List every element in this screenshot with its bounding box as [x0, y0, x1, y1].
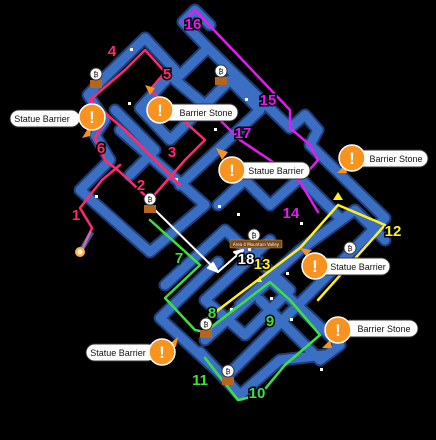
step-number: 17 — [235, 125, 252, 142]
start-marker — [75, 230, 95, 257]
svg-text:!: ! — [312, 257, 318, 276]
area-poi: Area 4 Mountain Valley — [229, 239, 283, 249]
svg-text:Statue Barrier: Statue Barrier — [330, 262, 386, 272]
svg-text:Barrier Stone: Barrier Stone — [357, 324, 410, 334]
svg-text:!: ! — [349, 149, 355, 168]
svg-text:₿: ₿ — [147, 196, 152, 204]
svg-text:Barrier Stone: Barrier Stone — [369, 154, 422, 164]
exclamation-icon — [338, 144, 366, 172]
step-numbers: 1 2 3 4 5 6 7 8 9 10 11 12 13 14 15 16 1… — [70, 15, 403, 404]
callout-barrier-stone: Barrier Stone ! — [322, 316, 419, 348]
step-number: 15 — [260, 92, 277, 109]
step-number: 10 — [249, 385, 266, 402]
route-white — [149, 204, 244, 273]
step-number: 13 — [254, 256, 271, 273]
step-number: 12 — [385, 223, 402, 240]
teleport-nodes: ₿ ₿ ₿ ₿ ₿ ₿ ₿ — [89, 64, 357, 385]
exclamation-icon — [146, 96, 174, 124]
teleport-icon: ₿ — [343, 241, 357, 255]
svg-text:!: ! — [89, 108, 95, 127]
callouts: Statue Barrier ! Barrier Stone ! Statue … — [9, 85, 429, 366]
svg-text:₿: ₿ — [225, 368, 230, 376]
step-number: 6 — [97, 140, 105, 157]
route-line-2 — [88, 48, 207, 202]
route-yellow — [203, 192, 387, 322]
svg-text:Statue Barrier: Statue Barrier — [14, 114, 70, 124]
svg-text:!: ! — [157, 101, 163, 120]
callout-barrier-stone: Barrier Stone ! — [337, 144, 429, 173]
teleport-icon: ₿ — [199, 317, 213, 338]
step-number: 11 — [192, 372, 208, 389]
step-number: 16 — [185, 16, 202, 33]
svg-text:Barrier Stone: Barrier Stone — [179, 108, 232, 118]
exclamation-icon — [218, 156, 246, 184]
exclamation-icon — [324, 316, 352, 344]
step-number: 2 — [137, 177, 145, 194]
step-number: 8 — [208, 305, 216, 322]
callout-statue-barrier: Statue Barrier ! — [9, 103, 106, 138]
svg-text:₿: ₿ — [347, 245, 352, 253]
step-number: 7 — [175, 250, 183, 267]
step-number: 18 — [238, 251, 255, 268]
teleport-icon: ₿ — [89, 67, 103, 88]
teleport-icon: ₿ — [247, 228, 261, 242]
teleport-icon: ₿ — [221, 364, 235, 385]
callout-barrier-stone: Barrier Stone ! — [145, 85, 239, 124]
svg-text:Statue Barrier: Statue Barrier — [248, 166, 304, 176]
step-number: 1 — [72, 207, 80, 224]
area-poi-label: Area 4 Mountain Valley — [233, 242, 280, 247]
svg-text:₿: ₿ — [251, 232, 256, 240]
step-number: 3 — [168, 144, 176, 161]
exclamation-icon — [78, 103, 106, 131]
svg-text:₿: ₿ — [203, 321, 208, 329]
svg-text:!: ! — [159, 343, 165, 362]
svg-text:!: ! — [335, 321, 341, 340]
callout-statue-barrier: Statue Barrier ! — [300, 248, 391, 280]
callout-statue-barrier: Statue Barrier ! — [85, 337, 178, 366]
teleport-icon: ₿ — [143, 192, 157, 213]
step-number: 4 — [108, 43, 117, 60]
exclamation-icon — [301, 252, 329, 280]
svg-text:₿: ₿ — [218, 68, 223, 76]
svg-text:!: ! — [229, 161, 235, 180]
teleport-icon: ₿ — [214, 64, 228, 85]
svg-text:Statue Barrier: Statue Barrier — [90, 348, 146, 358]
callout-statue-barrier: Statue Barrier ! — [216, 148, 311, 184]
exclamation-icon — [148, 338, 176, 366]
step-number: 9 — [266, 313, 274, 330]
route-magenta — [181, 8, 320, 214]
svg-text:₿: ₿ — [93, 71, 98, 79]
step-number: 14 — [283, 205, 300, 222]
route-green — [148, 218, 322, 402]
step-number: 5 — [163, 66, 171, 83]
